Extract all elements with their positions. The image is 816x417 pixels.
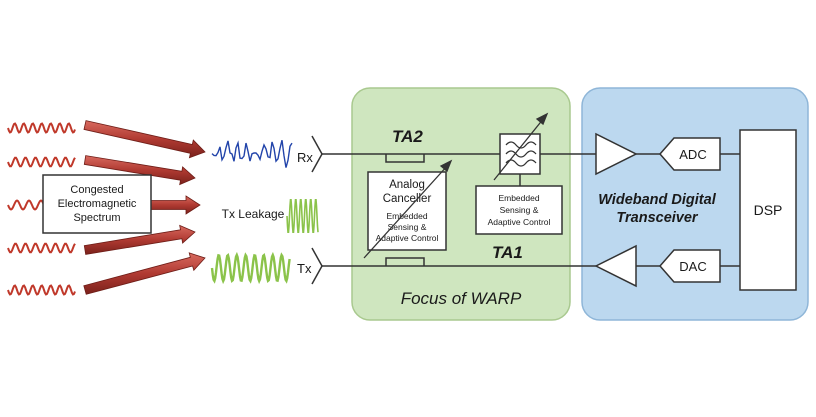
filter-tunable-arrow-icon — [493, 112, 549, 181]
dsp-label: DSP — [754, 202, 783, 218]
canceller-sub-line3: Adaptive Control — [376, 233, 439, 243]
dac-block: DAC — [659, 249, 721, 283]
dac-label: DAC — [679, 259, 706, 274]
canceller-label-line1: Analog — [389, 179, 425, 191]
tx-leakage-label: Tx Leakage — [222, 207, 285, 221]
transceiver-label-line1: Wideband Digital — [598, 192, 716, 208]
congested-spectrum-box: Congested Electromagnetic Spectrum — [42, 174, 152, 234]
interference-arrow-icon — [83, 120, 206, 159]
transceiver-label-line2: Transceiver — [616, 210, 699, 226]
tx-antenna-icon — [311, 247, 323, 285]
canceller-tunable-arrow-icon — [363, 159, 453, 259]
ta2-label: TA2 — [392, 127, 423, 146]
tx-leakage-wave — [286, 199, 319, 233]
interference-wave-icon — [7, 156, 76, 168]
tx-signal-wave — [210, 251, 291, 285]
rx-label: Rx — [297, 150, 313, 165]
focus-of-warp-label: Focus of WARP — [401, 289, 522, 308]
filter-sub-line1: Embedded — [498, 193, 539, 203]
filter-sub-line3: Adaptive Control — [488, 217, 551, 227]
canceller-label-line2: Canceller — [383, 193, 432, 205]
tunable-filter-icon — [499, 133, 541, 175]
interference-wave-icon — [7, 242, 76, 254]
ta1-label: TA1 — [492, 243, 523, 262]
interference-arrows — [83, 120, 206, 295]
rx-signal-wave — [211, 140, 293, 168]
interference-arrow-icon — [83, 155, 196, 186]
filter-sub-line2: Sensing & — [500, 205, 539, 215]
spectrum-label-line1: Congested — [70, 184, 123, 196]
interference-arrow-icon — [83, 252, 206, 295]
adc-block: ADC — [659, 137, 721, 171]
adc-label: ADC — [679, 147, 706, 162]
filter-control-box: Embedded Sensing & Adaptive Control — [475, 185, 563, 235]
interference-wave-icon — [7, 284, 76, 296]
canceller-sub-line2: Sensing & — [388, 222, 427, 232]
interference-arrow-icon — [83, 224, 196, 255]
canceller-sub-line1: Embedded — [386, 211, 427, 221]
rx-antenna-icon — [311, 135, 323, 173]
tx-label: Tx — [297, 261, 312, 276]
spectrum-label-line2: Electromagnetic — [58, 198, 137, 210]
dsp-connectors — [720, 153, 740, 267]
tx-amplifier-icon — [594, 244, 637, 288]
interference-arrow-icon — [149, 195, 201, 215]
dsp-block: DSP — [739, 129, 797, 291]
canceller-brackets — [385, 154, 425, 266]
interference-wave-icon — [7, 122, 76, 134]
spectrum-label-line3: Spectrum — [73, 212, 120, 224]
rx-amplifier-icon — [595, 132, 638, 176]
